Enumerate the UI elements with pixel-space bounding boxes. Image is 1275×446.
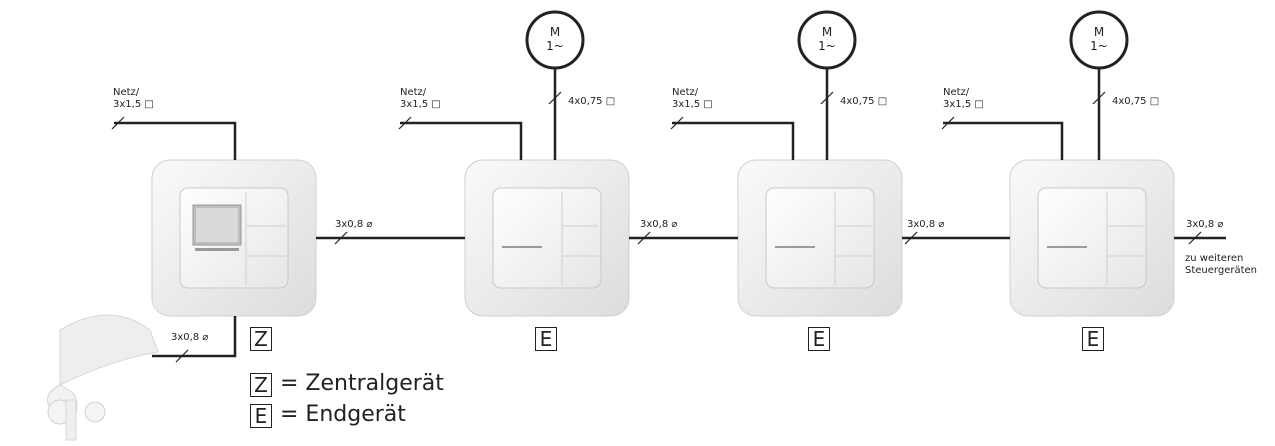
- legend-e-text: = Endgerät: [280, 402, 406, 427]
- central-device: [151, 159, 317, 317]
- netz-line-e1: [400, 121, 523, 160]
- netz-line-e2: [672, 121, 795, 160]
- weather-sensor: [47, 314, 159, 441]
- bus-cable-label-3: 3x0,8 ⌀: [907, 219, 945, 230]
- legend-z-box: Z: [250, 373, 272, 397]
- end-device-2: [737, 159, 903, 317]
- end-device-1: [464, 159, 630, 317]
- bus-cable-label-out: 3x0,8 ⌀: [1186, 219, 1224, 230]
- motor-3-circle: [1069, 10, 1129, 70]
- bus-cable-label-2: 3x0,8 ⌀: [640, 219, 678, 230]
- motor-cable-label-3: 4x0,75 □: [1112, 96, 1160, 107]
- central-device-tag: Z: [250, 327, 272, 351]
- motor-2-circle: [797, 10, 857, 70]
- motor-1-circle: [525, 10, 585, 70]
- end-device-3-tag: E: [1082, 327, 1104, 351]
- sensor-cable-label: 3x0,8 ⌀: [171, 332, 209, 343]
- end-device-3: [1009, 159, 1175, 317]
- netz-line-e3: [943, 121, 1064, 160]
- netz-label-e1: Netz/3x1,5 □: [400, 87, 441, 110]
- netz-label-e3: Netz/3x1,5 □: [943, 87, 984, 110]
- sensor-line: [152, 316, 237, 358]
- motor-cable-label-2: 4x0,75 □: [840, 96, 888, 107]
- netz-line-z: [114, 121, 237, 160]
- motor-cable-label-1: 4x0,75 □: [568, 96, 616, 107]
- end-device-1-tag: E: [535, 327, 557, 351]
- netz-label-z: Netz/3x1,5 □: [113, 87, 154, 110]
- legend-z-text: = Zentralgerät: [280, 371, 444, 396]
- bus-cable-label-1: 3x0,8 ⌀: [335, 219, 373, 230]
- legend-e-box: E: [250, 404, 272, 428]
- end-device-2-tag: E: [808, 327, 830, 351]
- netz-label-e2: Netz/3x1,5 □: [672, 87, 713, 110]
